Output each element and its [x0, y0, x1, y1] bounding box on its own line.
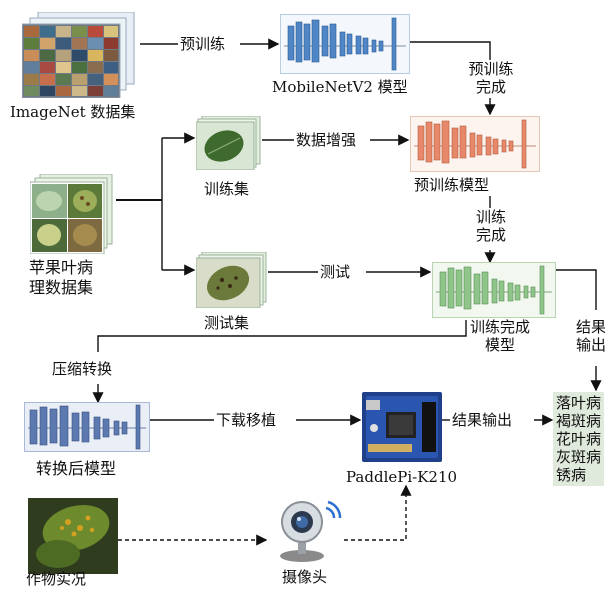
board-output-edge-label: 结果输出 [452, 411, 513, 429]
pretrain-done-edge-label: 预训练 完成 [466, 60, 516, 96]
test-set-image [195, 251, 268, 309]
converted-model-label: 转换后模型 [36, 459, 117, 478]
augment-edge-label: 数据增强 [296, 131, 357, 149]
board-label: PaddlePi-K210 [346, 468, 458, 486]
train-done-line1: 训练 [475, 208, 506, 226]
deploy-edge-label: 下载移植 [216, 411, 277, 429]
converted-model-diagram [24, 402, 150, 452]
imagenet-image-stack [21, 11, 140, 99]
disease-results-list: 落叶病 褐斑病 花叶病 灰斑病 锈病 [553, 392, 605, 486]
train-set-label: 训练集 [204, 180, 250, 198]
camera-icon [272, 498, 344, 564]
crop-scene-image [28, 498, 118, 574]
trained-model-label: 训练完成 模型 [450, 318, 550, 354]
pretrained-model-label: 预训练模型 [414, 176, 490, 194]
result-item: 锈病 [556, 466, 587, 484]
output-line2: 输出 [575, 336, 606, 354]
pretrained-model-diagram [410, 116, 540, 172]
paddlepi-board-image [362, 392, 442, 462]
imagenet-label: ImageNet 数据集 [10, 103, 136, 121]
output-edge-label: 结果 输出 [570, 318, 612, 354]
result-item: 褐斑病 [556, 412, 602, 430]
mobilenet-model-diagram [280, 14, 410, 74]
result-item: 花叶病 [556, 430, 602, 448]
apple-dataset-label: 苹果叶病 理数据集 [6, 258, 116, 298]
camera-label: 摄像头 [282, 568, 328, 586]
crop-scene-label: 作物实况 [26, 570, 87, 588]
trained-model-diagram [432, 262, 556, 318]
pretrain-edge-label: 预训练 [180, 35, 226, 53]
apple-dataset-line2: 理数据集 [28, 278, 93, 297]
compress-edge-label: 压缩转换 [52, 360, 113, 378]
result-item: 灰斑病 [556, 448, 602, 466]
mobilenet-label: MobileNetV2 模型 [272, 78, 408, 96]
pretrain-done-line2: 完成 [475, 78, 506, 96]
pretrain-done-line1: 预训练 [468, 60, 514, 78]
apple-dataset-image-stack [29, 173, 114, 255]
apple-dataset-line1: 苹果叶病 [28, 258, 93, 277]
result-item: 落叶病 [556, 394, 602, 412]
train-set-image [195, 115, 262, 171]
trained-model-line1: 训练完成 [469, 318, 530, 336]
train-done-edge-label: 训练 完成 [466, 208, 516, 244]
trained-model-line2: 模型 [484, 336, 515, 354]
test-set-label: 测试集 [204, 314, 250, 332]
test-edge-label: 测试 [320, 263, 351, 281]
output-line1: 结果 [575, 318, 606, 336]
train-done-line2: 完成 [475, 226, 506, 244]
